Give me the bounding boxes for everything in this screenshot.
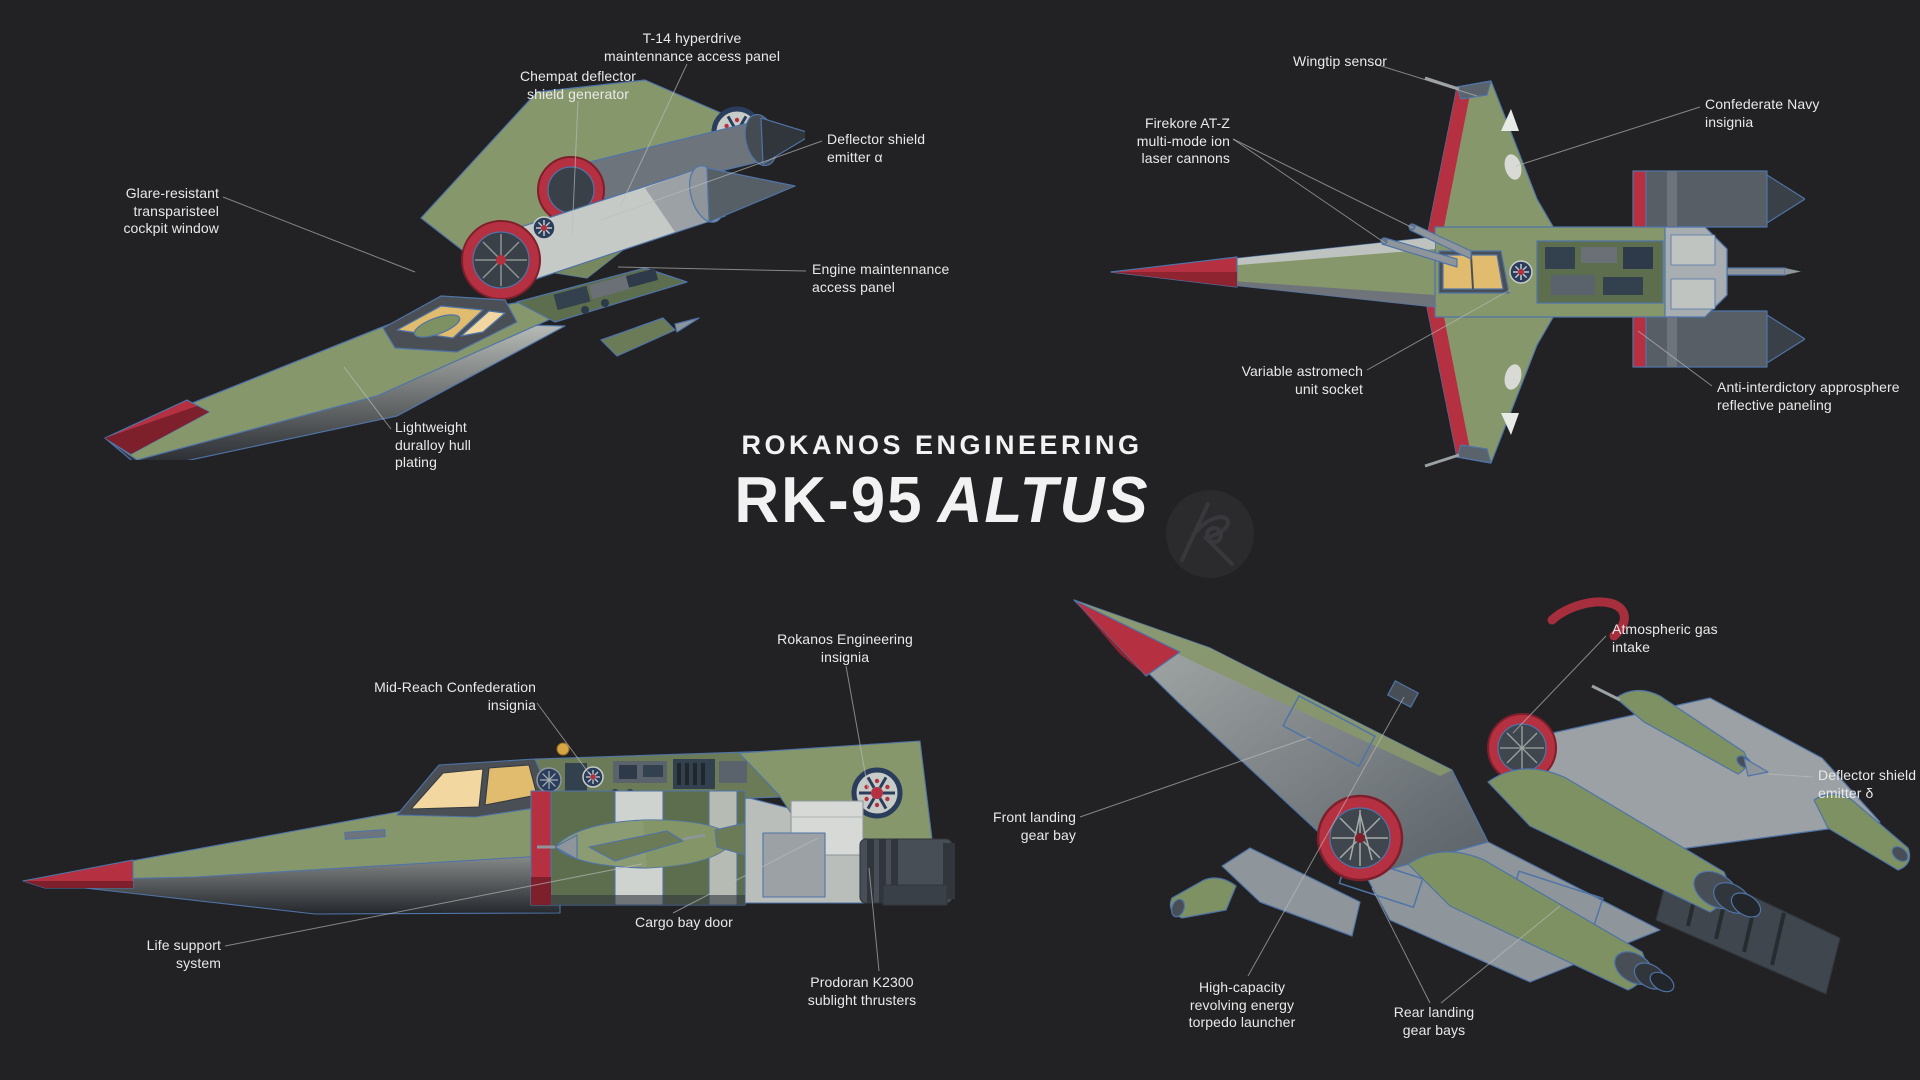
callout-life-support-system: Life support system	[146, 937, 221, 971]
callout-confederate-navy-insignia: Confederate Navy insignia	[1705, 96, 1820, 130]
ship-view-rear-underside	[1073, 597, 1911, 995]
callout-engine-maintenance-panel: Engine maintennance access panel	[812, 261, 950, 295]
callout-chempat-shield-generator: Chempat deflector shield generator	[519, 68, 637, 102]
ship-view-three-quarter-top	[104, 79, 805, 460]
laser-cannon-right	[1409, 223, 1472, 260]
callout-duralloy-hull-plating: Lightweight duralloy hull plating	[395, 419, 472, 471]
callout-rokanos-insignia: Rokanos Engineering insignia	[777, 631, 913, 665]
engine-pod-upper	[1487, 768, 1762, 918]
torpedo-launcher-housing	[1387, 680, 1419, 708]
ship-view-side-profile	[22, 740, 955, 915]
callout-firekore-laser-cannons: Firekore AT-Z multi-mode ion laser canno…	[1136, 115, 1230, 167]
engine-intake-ring-a	[461, 220, 541, 300]
dorsal-roundel-icon	[532, 216, 556, 240]
ship1-hull	[104, 79, 805, 460]
sublight-thrusters	[859, 838, 955, 906]
ship-view-top-down	[1110, 76, 1805, 468]
callout-atmospheric-gas-intake: Atmospheric gas intake	[1612, 621, 1718, 655]
wingtip-sensor-spike	[1424, 76, 1460, 91]
deflector-emitter-delta-tip	[1743, 757, 1769, 777]
ship2-hull	[1110, 76, 1805, 468]
intake-ring-lower	[1316, 794, 1404, 882]
engine-pod-bottom	[1632, 310, 1805, 368]
callout-cockpit-window: Glare-resistant transparisteel cockpit w…	[123, 185, 219, 237]
callout-deflector-emitter-alpha: Deflector shield emitter α	[827, 131, 926, 165]
mid-reach-roundel-icon	[582, 766, 604, 788]
callout-astromech-socket: Variable astromech unit socket	[1241, 363, 1363, 397]
laser-cannon-left	[1381, 237, 1458, 268]
ship3-hull	[22, 740, 955, 915]
callout-deflector-emitter-delta: Deflector shield emitter δ	[1818, 767, 1917, 801]
sensor-dome	[556, 742, 570, 756]
rokanos-monogram-watermark-icon	[1166, 490, 1254, 578]
callout-rear-landing-gear-bays: Rear landing gear bays	[1393, 1004, 1475, 1038]
model-name: ALTUS	[937, 464, 1150, 537]
callout-cargo-bay-door: Cargo bay door	[635, 914, 733, 930]
ship4-hull	[1073, 597, 1911, 995]
callout-t14-hyperdrive-panel: T-14 hyperdrive maintennance access pane…	[603, 30, 781, 64]
callout-wingtip-sensor: Wingtip sensor	[1293, 53, 1387, 69]
callout-anti-interdictory-paneling: Anti-interdictory approsphere reflective…	[1717, 379, 1900, 413]
turbine-greeble-icon	[536, 767, 562, 793]
callout-torpedo-launcher: High-capacity revolving energy torpedo l…	[1188, 979, 1296, 1031]
callout-mid-reach-insignia: Mid-Reach Confederation insignia	[374, 679, 536, 713]
callout-prodoran-thrusters: Prodoran K2300 sublight thrusters	[807, 974, 917, 1008]
engine-pod-top	[1632, 170, 1805, 228]
astromech-socket-icon	[1509, 260, 1533, 284]
callout-front-landing-gear-bay: Front landing gear bay	[992, 809, 1076, 843]
manufacturer-title: ROKANOS ENGINEERING	[741, 430, 1143, 460]
model-code: RK-95	[734, 464, 924, 537]
